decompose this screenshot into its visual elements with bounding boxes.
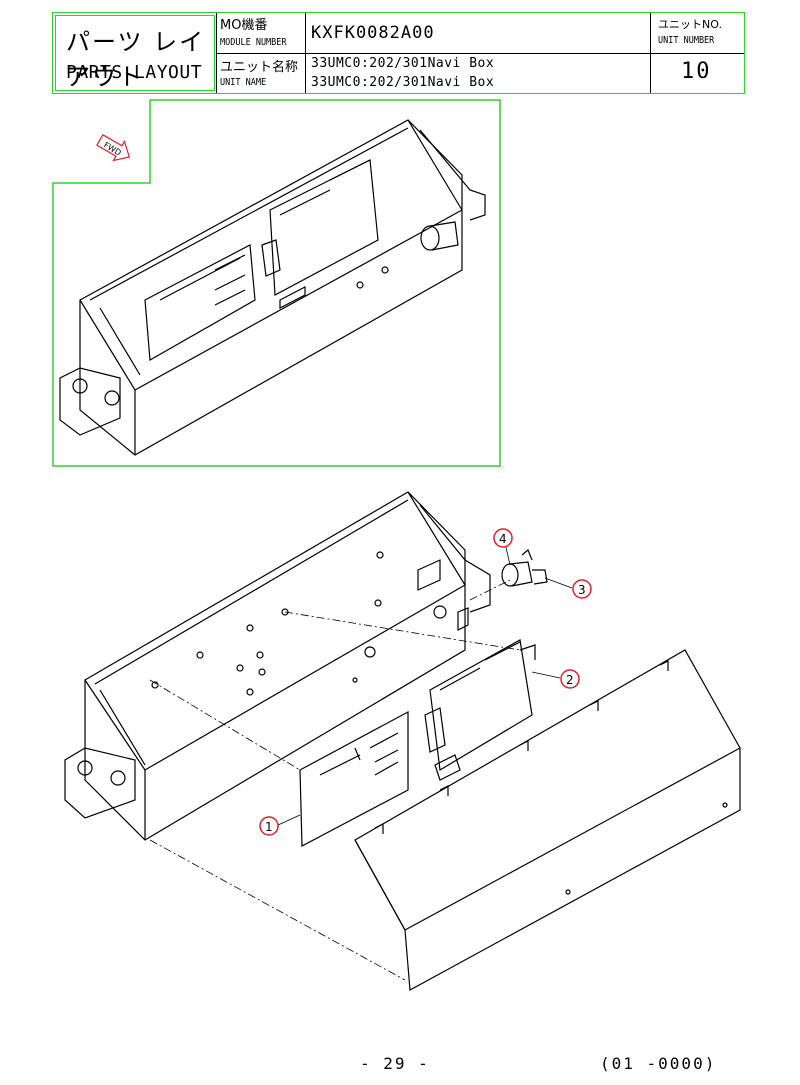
module-number: KXFK0082A00 bbox=[311, 23, 435, 43]
unit-name-line-2: 33UMC0:202/301Navi Box bbox=[311, 75, 495, 90]
unit-name-label-jp: ユニット名称 bbox=[220, 60, 299, 75]
revision-code: (01 -0000) bbox=[600, 1054, 717, 1073]
divider bbox=[216, 53, 744, 54]
overview-assembly bbox=[59, 119, 486, 456]
svg-text:2: 2 bbox=[566, 673, 574, 687]
svg-text:1: 1 bbox=[265, 820, 273, 834]
unit-no-label-jp: ユニットNO. bbox=[658, 18, 722, 31]
module-label-jp: MO機番 bbox=[220, 18, 268, 33]
board-part-1 bbox=[299, 710, 409, 847]
unit-name-line-1: 33UMC0:202/301Navi Box bbox=[311, 56, 495, 71]
parts-layout-title-box: パーツ レイアウト PARTS LAYOUT bbox=[55, 15, 215, 91]
fwd-label: FWD bbox=[102, 140, 123, 157]
main-chassis bbox=[64, 491, 491, 841]
callout-3: 3 bbox=[572, 579, 592, 599]
callout-2: 2 bbox=[560, 669, 580, 689]
overview-frame bbox=[52, 99, 501, 467]
title-block: パーツ レイアウト PARTS LAYOUT MO機番 MODULE NUMBE… bbox=[52, 12, 745, 94]
cover-panel bbox=[354, 649, 741, 991]
title-jp: パーツ レイアウト bbox=[66, 28, 206, 91]
svg-text:3: 3 bbox=[578, 583, 586, 597]
title-en: PARTS LAYOUT bbox=[66, 62, 203, 83]
unit-number: 10 bbox=[681, 59, 712, 84]
callout-1: 1 bbox=[259, 816, 279, 836]
board-part-2 bbox=[424, 639, 536, 781]
svg-text:4: 4 bbox=[499, 532, 507, 546]
unit-no-label-en: UNIT NUMBER bbox=[658, 35, 715, 46]
callout-4: 4 bbox=[493, 528, 513, 548]
unit-name-label-en: UNIT NAME bbox=[220, 77, 267, 88]
module-label-en: MODULE NUMBER bbox=[220, 37, 287, 48]
alignment-lines bbox=[149, 579, 521, 981]
page-number: - 29 - bbox=[360, 1054, 430, 1073]
fwd-arrow-icon: FWD bbox=[96, 133, 131, 162]
callout-leaders bbox=[277, 542, 573, 826]
